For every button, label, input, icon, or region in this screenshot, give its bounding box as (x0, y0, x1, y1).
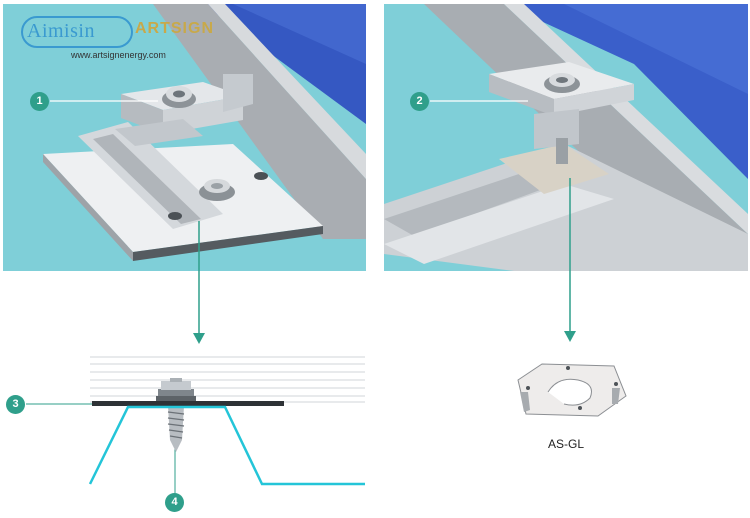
threaded-stud (556, 138, 568, 164)
brand-logo: Aimisin ARTSIGN www.artsignenergy.com (13, 10, 213, 60)
callout-3: 3 (6, 395, 25, 414)
plate-hole (168, 212, 182, 220)
callout-2: 2 (410, 92, 429, 111)
epdm-pad (92, 401, 284, 406)
plate-hole (254, 172, 268, 180)
panel-frame-rail (153, 4, 366, 239)
roof-sheet-profile (88, 405, 365, 486)
arrow-head-left (193, 333, 205, 344)
part-label: AS-GL (548, 437, 585, 451)
logo-ring (21, 16, 133, 48)
as-gl-grounding-clip (517, 363, 627, 417)
logo-brand-text: Aimisin (27, 20, 95, 42)
callout-1: 1 (30, 92, 49, 111)
callout-4: 4 (165, 493, 184, 512)
website-url: www.artsignenergy.com (71, 50, 166, 60)
rail-cross-section (90, 356, 365, 403)
logo-art-text: ARTSIGN (135, 20, 214, 37)
right-illustration-panel (384, 4, 748, 271)
arrow-head-right (564, 331, 576, 342)
self-drilling-screw (156, 378, 196, 452)
grounding-plate (499, 144, 609, 194)
left-3d-illustration (43, 4, 366, 261)
left-illustration-panel: Aimisin ARTSIGN www.artsignenergy.com (3, 4, 366, 271)
right-3d-illustration (384, 4, 748, 271)
